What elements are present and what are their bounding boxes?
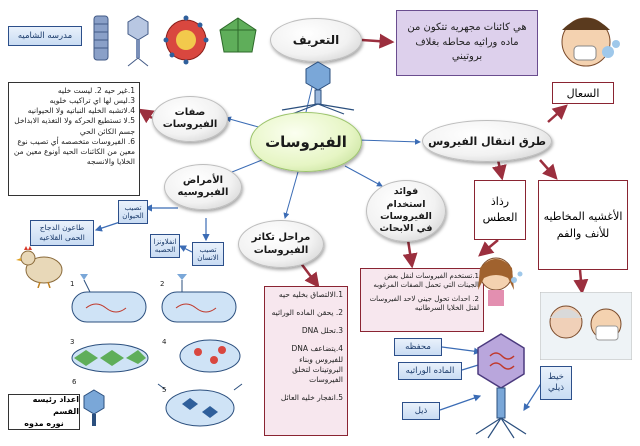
- arrow-benefits-list: [402, 239, 418, 269]
- enveloped-virus-icon: [163, 15, 209, 65]
- virus-structure-illustration: [468, 330, 534, 440]
- properties-item: 3.ليس لها اي تراكيب خلويه: [49, 96, 135, 106]
- credit-box: اعداد رئيسه القسم نوره مدوه: [8, 394, 80, 430]
- properties-oval: صفات الفيروسات: [152, 96, 228, 142]
- benefits-list: 1.تستخدم الفيروسات لنقل بعض الجينات التي…: [360, 268, 484, 332]
- arrow-definition-text: [361, 33, 395, 49]
- stage-number: 5: [162, 386, 166, 394]
- credit-name: نوره مدوه: [24, 419, 64, 428]
- arrow-replication-list: [299, 261, 320, 288]
- replication-step: 5.انفجار خليه العائل: [280, 392, 343, 402]
- virus-stage-6: [83, 389, 105, 426]
- arrow-center-replication: [283, 171, 299, 219]
- transmission-oval: طرق انتقال الفيروس: [422, 120, 552, 162]
- cell-stage-4: [179, 339, 241, 373]
- arrow-center-properties: [225, 116, 263, 129]
- properties-item: 5.لا تستطيع الحركه ولا التغذيه الابداخل …: [14, 116, 135, 136]
- arrow-animals-chicken: [94, 221, 121, 232]
- benefits-item: 2. احداث تحول جيني لاحد الفيروسات لقتل ا…: [369, 294, 479, 313]
- arrow-membranes-photo: [573, 269, 589, 295]
- center-oval: الفيروسات: [250, 112, 362, 172]
- genetic-material-label: الماده الوراثيه: [398, 362, 462, 380]
- stage-number: 1: [70, 280, 74, 288]
- benefits-oval: فوائد استخدام الفيروسات في الابحاث: [366, 180, 446, 242]
- definition-text: هي كائنات مجهريه تتكون من ماده وراثيه مح…: [396, 10, 538, 76]
- animals-box: تصيب الحيوان: [118, 200, 148, 224]
- cough-illustration: [546, 6, 632, 78]
- properties-list: 1.غير حيه 2. ليست خليه 3.ليس لها اي تراك…: [8, 82, 140, 196]
- replication-step: 4.يتضاعف DNA للفيروس وبناء البروتينات لت…: [291, 344, 343, 384]
- stage-number: 3: [70, 338, 74, 346]
- sneeze-box: رذاذ العطس: [474, 180, 526, 240]
- bacteriophage-icon: [278, 60, 358, 116]
- replication-oval: مراحل تكاثر الفيروسات: [238, 220, 324, 268]
- arrow-properties-list: [137, 108, 155, 124]
- sick-people-illustration: [540, 292, 632, 360]
- replication-step: 1.الالتصاق بخليه حيه: [278, 290, 343, 299]
- cough-label: السعال: [552, 82, 614, 104]
- credit-line: اعداد رئيسه القسم: [32, 395, 79, 416]
- arrow-capsid: [441, 346, 482, 355]
- stage-number: 6: [72, 378, 77, 386]
- membranes-box: الأغشيه المخاطيه للأنف والفم: [538, 180, 628, 270]
- bacteriophage-small-icon: [127, 15, 149, 67]
- icosahedral-virus-icon: [219, 17, 257, 53]
- replication-step: 3.تحلل DNA: [301, 326, 343, 336]
- replication-diagrams: 1 2 3 4 5 6: [70, 272, 246, 436]
- arrow-tail: [439, 394, 482, 411]
- properties-item: 6. الفيروسات متخصصه أي تصيب نوع معين من …: [13, 136, 135, 166]
- cell-stage-5: [157, 383, 243, 427]
- stage-number: 2: [160, 280, 164, 288]
- chicken-plague-box: طاعون الدجاج الحمى القلاعيه: [30, 220, 94, 246]
- arrow-humans-influenza: [178, 245, 193, 253]
- replication-step: 2. يحقن الماده الوراثيه: [271, 308, 343, 318]
- arrow-center-transmission: [357, 138, 421, 145]
- properties-item: 1.غير حيه 2. ليست خليه: [57, 86, 135, 95]
- humans-box: تصيب الانسان: [192, 242, 224, 266]
- arrow-sneeze-photo: [478, 239, 499, 257]
- tail-label: ذيل: [402, 402, 440, 420]
- properties-item: 4.لاتشبه الخليه النباتيه ولا الحيوانيه: [27, 106, 135, 116]
- benefits-item: 1.تستخدم الفيروسات لنقل بعض الجينات التي…: [373, 272, 479, 290]
- arrow-center-benefits: [344, 165, 383, 187]
- capsid-label: محفظه: [394, 338, 442, 356]
- influenza-box: انفلاونزا الحصبه: [150, 234, 180, 258]
- cell-stage-2: [161, 274, 237, 323]
- arrow-fibers: [523, 381, 543, 412]
- school-label: مدرسه الشاميه: [8, 26, 82, 46]
- cell-stage-1: [71, 274, 147, 323]
- sneeze-illustration: [470, 250, 526, 306]
- arrow-transmission-cough: [547, 104, 568, 123]
- cell-stage-3: [71, 343, 149, 373]
- stage-number: 4: [162, 338, 167, 346]
- rod-virus-icon: [93, 15, 109, 61]
- arrow-transmission-sneeze: [491, 159, 507, 181]
- replication-steps: 1.الالتصاق بخليه حيه 2. يحقن الماده الور…: [264, 286, 348, 436]
- definition-oval: التعريف: [270, 18, 362, 62]
- chicken-illustration: [14, 244, 70, 288]
- arrow-transmission-membranes: [539, 159, 558, 180]
- virus-illustrations: [88, 10, 270, 74]
- tail-fibers-label: خيط ذيلي: [540, 366, 572, 400]
- diseases-oval: الأمراض الفيروسيه: [164, 164, 242, 210]
